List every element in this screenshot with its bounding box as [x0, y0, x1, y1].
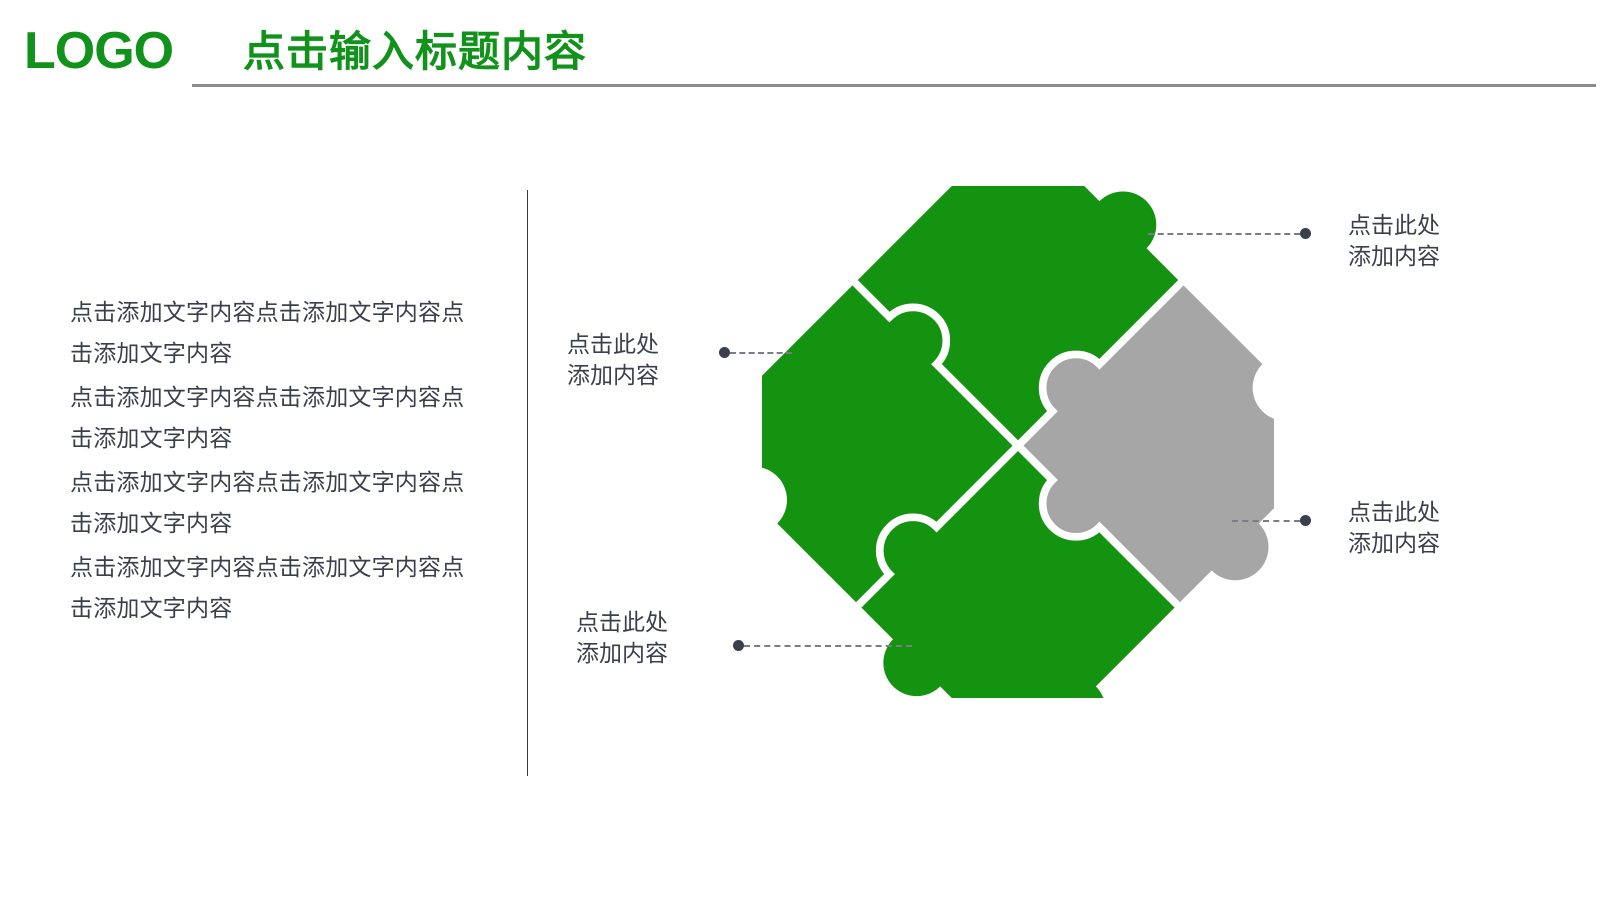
callout-bottom[interactable]: 点击此处 添加内容	[576, 607, 668, 669]
body-text-block: 点击添加文字内容点击添加文字内容点击添加文字内容 点击添加文字内容点击添加文字内…	[70, 292, 470, 632]
vertical-divider	[527, 190, 528, 776]
connector-line-bottom	[744, 645, 912, 647]
callout-right[interactable]: 点击此处 添加内容	[1348, 497, 1440, 559]
logo[interactable]: LOGO	[24, 22, 174, 80]
puzzle-svg	[762, 186, 1274, 698]
connector-dot-left	[719, 347, 730, 358]
callout-line-1: 点击此处	[576, 609, 668, 635]
connector-line-left	[730, 352, 792, 354]
puzzle-seams	[852, 279, 1184, 608]
connector-line-right	[1232, 520, 1300, 522]
callout-line-1: 点击此处	[1348, 499, 1440, 525]
callout-line-1: 点击此处	[567, 331, 659, 357]
page-title[interactable]: 点击输入标题内容	[243, 28, 588, 75]
slide-header: LOGO 点击输入标题内容	[0, 0, 1600, 100]
body-paragraph[interactable]: 点击添加文字内容点击添加文字内容点击添加文字内容	[70, 554, 465, 621]
body-paragraph[interactable]: 点击添加文字内容点击添加文字内容点击添加文字内容	[70, 299, 465, 366]
callout-top-right[interactable]: 点击此处 添加内容	[1348, 210, 1440, 272]
puzzle-diagram	[762, 186, 1274, 698]
connector-dot-top-right	[1300, 228, 1311, 239]
callout-line-1: 点击此处	[1348, 212, 1440, 238]
connector-dot-right	[1300, 515, 1311, 526]
body-paragraph[interactable]: 点击添加文字内容点击添加文字内容点击添加文字内容	[70, 384, 465, 451]
callout-line-2: 添加内容	[567, 362, 659, 388]
connector-dot-bottom	[733, 640, 744, 651]
body-paragraph[interactable]: 点击添加文字内容点击添加文字内容点击添加文字内容	[70, 469, 465, 536]
callout-left[interactable]: 点击此处 添加内容	[567, 329, 659, 391]
callout-line-2: 添加内容	[576, 640, 668, 666]
callout-line-2: 添加内容	[1348, 530, 1440, 556]
header-divider	[192, 84, 1596, 87]
callout-line-2: 添加内容	[1348, 243, 1440, 269]
connector-line-top-right	[1148, 233, 1300, 235]
